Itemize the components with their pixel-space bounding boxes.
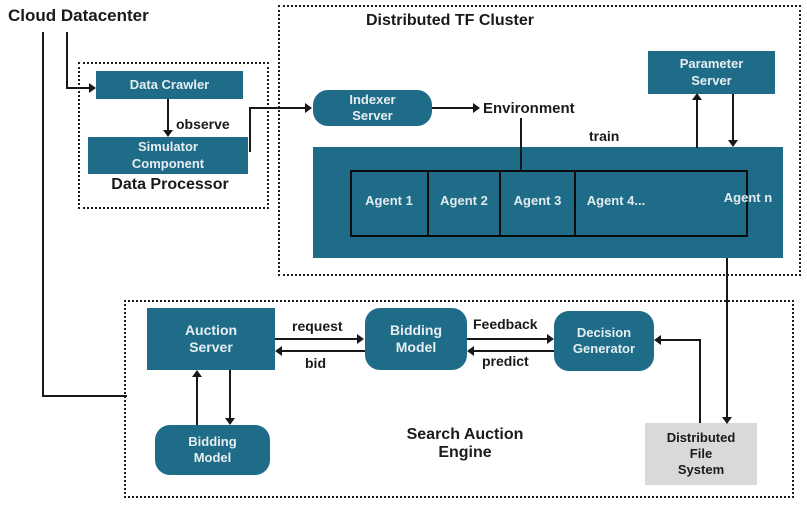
agent-2-label: Agent 2: [440, 193, 488, 208]
data-processor-label: Data Processor: [111, 176, 229, 193]
simulator-component-node: Simulator Component: [88, 137, 248, 174]
agents-inner-grid: [350, 170, 748, 237]
edge-auction-bm2-down-arrow: [225, 418, 235, 425]
edge-agents-dfs-line: [726, 258, 728, 418]
cloud-datacenter-label: Cloud Datacenter: [8, 6, 149, 25]
agent-n-label: Agent n: [723, 190, 773, 205]
agent-divider-2: [499, 170, 501, 237]
agents-box: [313, 147, 783, 258]
agent-3-label: Agent 3: [513, 193, 562, 208]
edge-simulator-indexer-v: [249, 107, 251, 152]
agent-divider-1: [427, 170, 429, 237]
data-crawler-node: Data Crawler: [96, 71, 243, 99]
edge-simulator-indexer-h: [249, 107, 306, 109]
edge-indexer-environment-arrow: [473, 103, 480, 113]
distributed-file-system-node: Distributed File System: [645, 423, 757, 485]
edge-predict-arrow: [467, 346, 474, 356]
predict-label: predict: [482, 353, 529, 369]
edge-request-arrow: [357, 334, 364, 344]
edge-feedback-line: [467, 338, 548, 340]
edge-agents-dfs-arrow: [722, 417, 732, 424]
tf-cluster-group: [278, 5, 801, 276]
edge-ps-agents-down-arrow: [728, 140, 738, 147]
bidding-model-node: Bidding Model: [365, 308, 467, 370]
indexer-server-node: Indexer Server: [313, 90, 432, 126]
edge-datacenter-crawler-arrow: [89, 83, 96, 93]
edge-bm2-auction-up-line: [196, 375, 198, 425]
edge-datacenter-sae-h: [42, 395, 127, 397]
edge-dfs-decision-h: [661, 339, 701, 341]
bid-label: bid: [305, 355, 326, 371]
tf-cluster-title: Distributed TF Cluster: [365, 12, 534, 29]
decision-generator-node: Decision Generator: [554, 311, 654, 371]
edge-predict-line: [474, 350, 554, 352]
agent-1-label: Agent 1: [365, 193, 413, 208]
edge-datacenter-sae-v: [42, 32, 44, 397]
data-processor-group: [78, 62, 269, 209]
edge-ps-agents-down-line: [732, 94, 734, 141]
edge-feedback-arrow: [547, 334, 554, 344]
edge-bid-arrow: [275, 346, 282, 356]
edge-indexer-environment-line: [432, 107, 474, 109]
edge-dfs-decision-arrow: [654, 335, 661, 345]
edge-environment-agents-line: [520, 118, 522, 171]
feedback-label: Feedback: [473, 316, 538, 332]
edge-agents-ps-up-arrow: [692, 93, 702, 100]
auction-server-node: Auction Server: [147, 308, 275, 370]
agent-4-label: Agent 4...: [586, 193, 646, 208]
environment-label: Environment: [483, 100, 575, 117]
observe-label: observe: [176, 116, 230, 132]
edge-simulator-indexer-arrow: [305, 103, 312, 113]
train-label: train: [589, 128, 620, 144]
edge-bid-line: [282, 350, 365, 352]
edge-datacenter-crawler-h: [66, 87, 90, 89]
edge-request-line: [275, 338, 358, 340]
search-auction-engine-label: Search Auction Engine: [406, 426, 524, 461]
search-auction-engine-group: [124, 300, 794, 498]
agent-divider-3: [574, 170, 576, 237]
edge-observe-line: [167, 99, 169, 131]
edge-bm2-auction-up-arrow: [192, 370, 202, 377]
edge-observe-arrow: [163, 130, 173, 137]
edge-dfs-decision-v: [699, 339, 701, 423]
edge-agents-ps-up-line: [696, 99, 698, 148]
edge-auction-bm2-down-line: [229, 370, 231, 419]
request-label: request: [292, 318, 343, 334]
parameter-server-node: Parameter Server: [648, 51, 775, 94]
edge-datacenter-crawler-v: [66, 32, 68, 89]
bidding-model-2-node: Bidding Model: [155, 425, 270, 475]
